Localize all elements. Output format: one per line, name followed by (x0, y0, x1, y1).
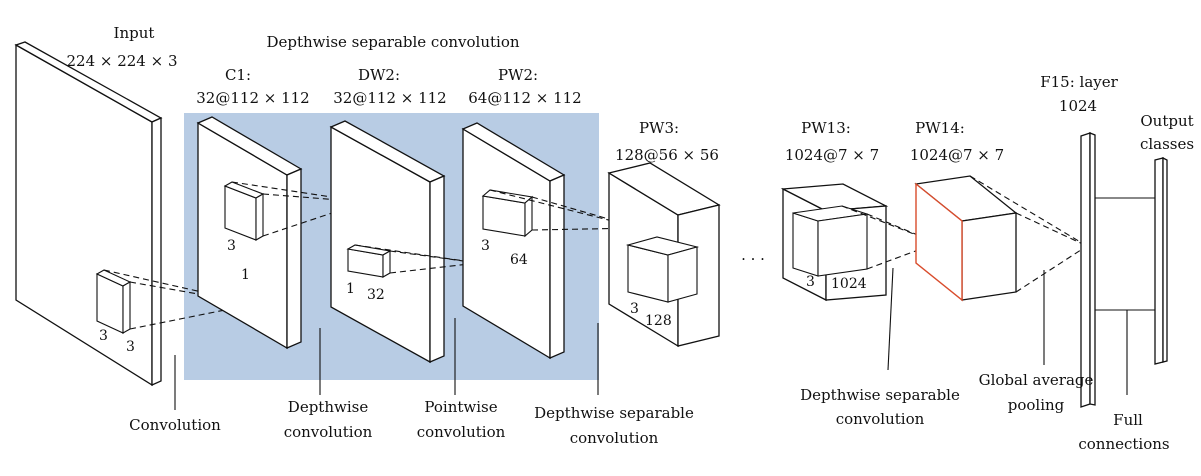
pw2-label: PW2: (498, 66, 538, 84)
pointwise-annotation-line2: convolution (417, 423, 506, 441)
input-kernel-width: 3 (126, 339, 135, 355)
pw3-dims: 128@56 × 56 (615, 146, 719, 164)
dsc1-annotation-line1: Depthwise separable (534, 404, 694, 422)
pw14-volume (914, 175, 1018, 302)
pointwise-annotation-line1: Pointwise (424, 398, 497, 416)
input-label: Input (114, 24, 155, 42)
dsc1-annotation-line2: convolution (570, 429, 659, 447)
dw2-kernel-height: 1 (346, 281, 355, 297)
input-dims: 224 × 224 × 3 (66, 52, 177, 70)
dsc2-annotation-line2: convolution (836, 410, 925, 428)
pw13-label: PW13: (801, 119, 851, 137)
pw2-kernel-depth: 64 (510, 252, 528, 268)
depthwise-annotation-line1: Depthwise (288, 398, 369, 416)
output-classes-layer (1154, 156, 1168, 365)
convolution-annotation: Convolution (129, 416, 221, 434)
depthwise-annotation-line2: convolution (284, 423, 373, 441)
dw2-volume (329, 120, 446, 364)
pw3-kernel-depth: 128 (645, 313, 672, 329)
dw2-dims: 32@112 × 112 (333, 89, 446, 107)
pw14-label: PW14: (915, 119, 965, 137)
pw13-dims: 1024@7 × 7 (785, 146, 879, 164)
input-kernel-height: 3 (99, 328, 108, 344)
pw2-volume (461, 122, 566, 360)
output-label-line1: Output (1140, 112, 1193, 130)
c1-kernel-depth: 1 (241, 267, 250, 283)
dw2-kernel-depth: 32 (367, 287, 385, 303)
ellipsis: · · · (741, 250, 765, 268)
pw13-volume (780, 183, 889, 302)
f15-label: F15: layer (1040, 73, 1118, 91)
c1-volume (196, 116, 303, 350)
dw2-label: DW2: (358, 66, 400, 84)
c1-dims: 32@112 × 112 (196, 89, 309, 107)
pw13-kernel-height: 3 (806, 274, 815, 290)
dsc2-annotation-line1: Depthwise separable (800, 386, 960, 404)
full-annotation-line2: connections (1078, 435, 1169, 453)
pw2-dims: 64@112 × 112 (468, 89, 581, 107)
dsc2-leader (887, 267, 894, 371)
f15-dims: 1024 (1059, 97, 1097, 115)
pw3-kernel-height: 3 (630, 301, 639, 317)
pw3-label: PW3: (639, 119, 679, 137)
pw3-volume (607, 162, 721, 348)
c1-label: C1: (225, 66, 251, 84)
gap-annotation-line1: Global average (979, 371, 1094, 389)
pw14-dims: 1024@7 × 7 (910, 146, 1004, 164)
full-annotation-line1: Full (1113, 411, 1143, 429)
f15-fully-connected-layer (1080, 132, 1096, 408)
input-volume (14, 41, 163, 387)
pw2-kernel-height: 3 (481, 238, 490, 254)
output-label-line2: classes (1140, 135, 1194, 153)
c1-kernel-height: 3 (227, 238, 236, 254)
pw13-kernel-depth: 1024 (831, 276, 867, 292)
gap-annotation-line2: pooling (1008, 396, 1065, 414)
diagram-title: Depthwise separable convolution (266, 33, 519, 51)
